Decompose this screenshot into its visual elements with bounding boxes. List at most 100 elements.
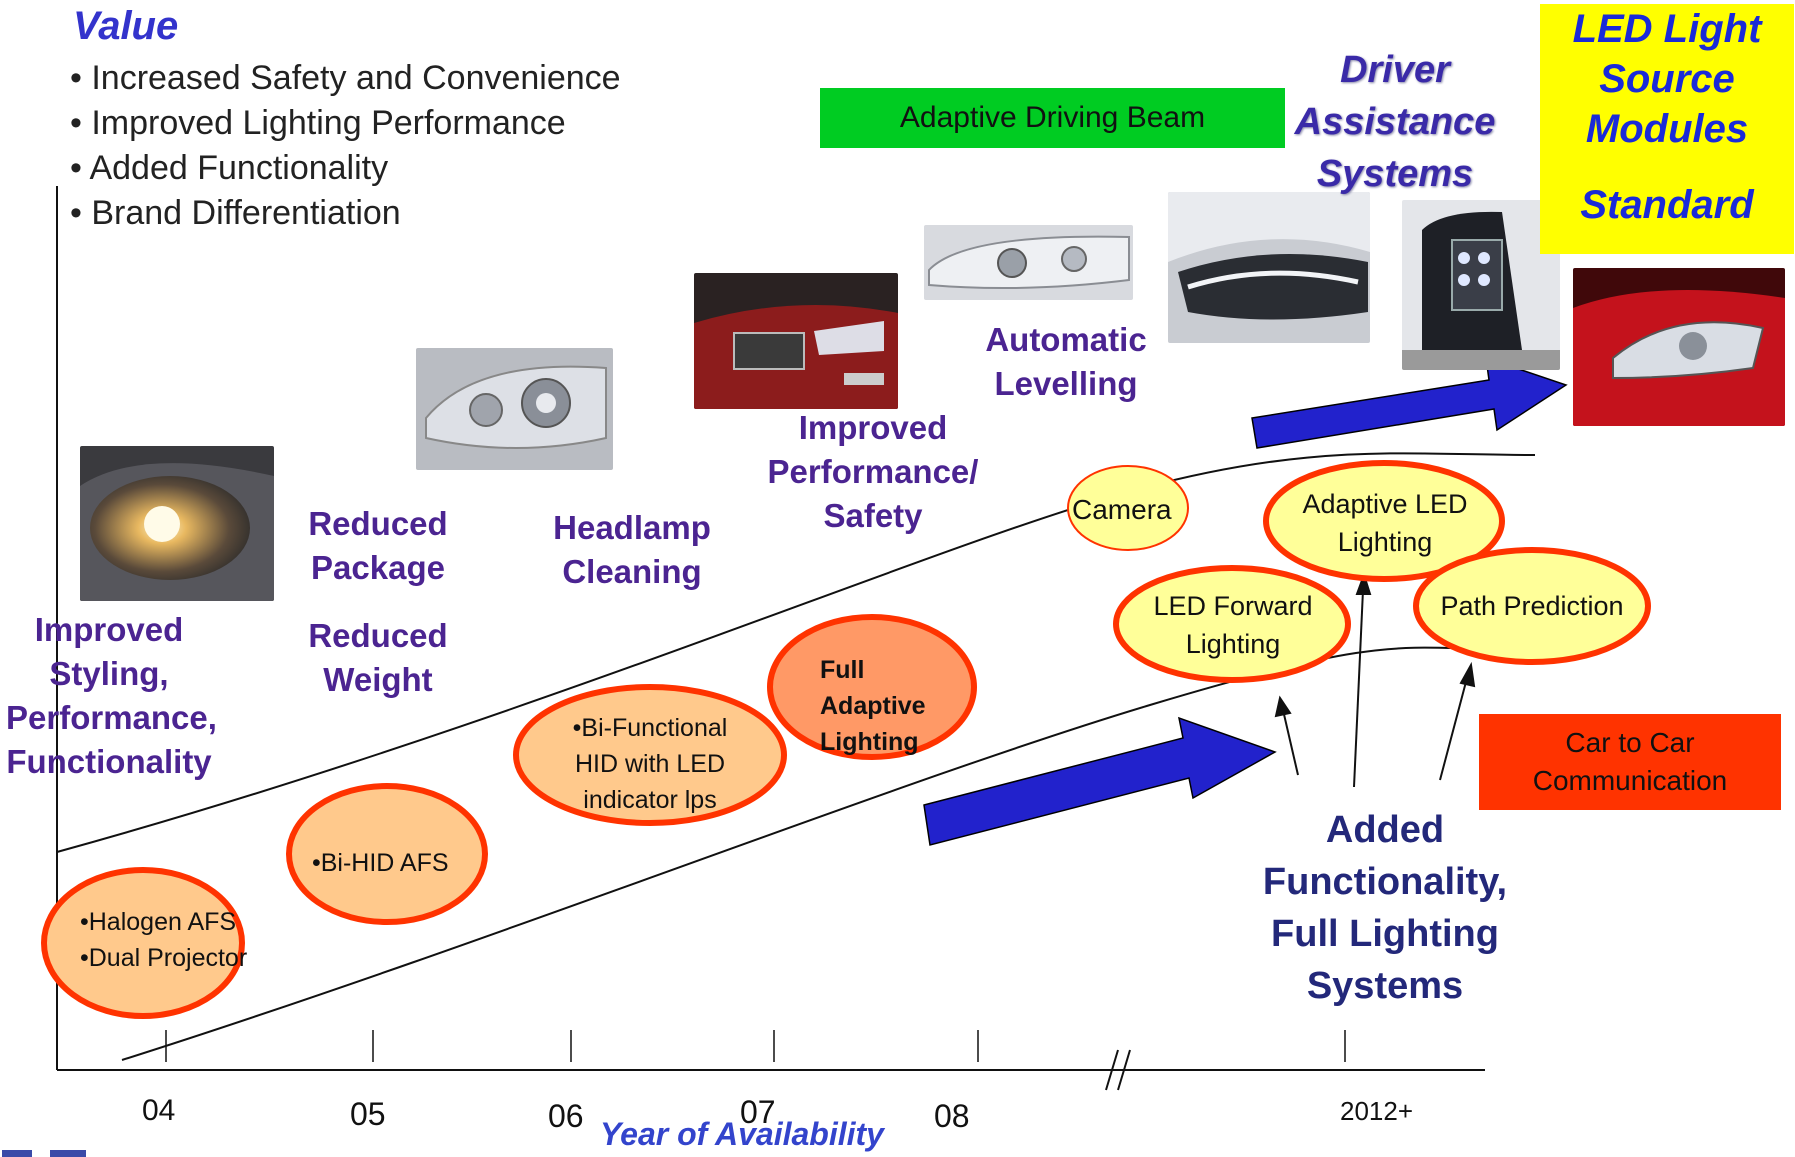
oval-line: Lighting [1185, 629, 1281, 659]
label-line: Automatic [985, 321, 1147, 358]
oval-bihid [286, 783, 488, 925]
das-line: Assistance [1294, 101, 1496, 143]
silver-headlamp-photo [416, 348, 613, 470]
oval-line: Camera [1072, 494, 1172, 525]
label-line: Functionality [6, 743, 212, 780]
led-box-line: Modules [1585, 107, 1749, 151]
car-to-car-box: Car to Car Communication [1479, 714, 1781, 810]
tick-label-08: 08 [934, 1098, 970, 1134]
oval-camera-text: Camera [1072, 492, 1172, 528]
oval-path-prediction [1413, 547, 1651, 665]
oval-adaptive-led-text: Adaptive LED Lighting [1290, 485, 1480, 561]
oval-bifunctional-text: •Bi-Functional HID with LED indicator lp… [570, 710, 730, 818]
oval-line: HID with LED [574, 750, 726, 778]
oval-line: Lighting [820, 728, 919, 756]
upper-trend-line [56, 452, 1536, 853]
axis-break-mark [1105, 1049, 1119, 1091]
value-bullet: • Increased Safety and Convenience [70, 59, 621, 97]
oval-bifunctional [513, 684, 787, 826]
oval-led-forward [1113, 565, 1351, 683]
company-logo-fragment [2, 1150, 86, 1157]
label-line: Performance, [6, 699, 217, 736]
reduced-package-label: Reduced Package [296, 502, 460, 590]
label-line: Reduced [308, 617, 448, 654]
tick-label-06: 06 [548, 1098, 584, 1134]
oval-led-forward-text: LED Forward Lighting [1138, 587, 1328, 663]
oval-line: Path Prediction [1440, 591, 1624, 621]
oval-adaptive-led [1263, 460, 1505, 582]
car-to-car-line: Car to Car [1565, 727, 1695, 758]
automatic-levelling-label: Automatic Levelling [966, 318, 1166, 406]
label-line: Levelling [994, 365, 1138, 402]
reduced-weight-label: Reduced Weight [296, 614, 460, 702]
label-line: Headlamp [553, 509, 711, 546]
oval-line: •Bi-Functional [572, 714, 728, 742]
oval-full-adaptive [767, 614, 977, 760]
label-line: Reduced [308, 505, 448, 542]
improved-performance-label: Improved Performance/ Safety [763, 406, 983, 538]
oval-halogen-text: •Halogen AFS •Dual Projector [80, 904, 247, 976]
label-line: Improved [34, 611, 184, 648]
halogen-headlamp-photo [80, 446, 274, 601]
lower-trend-line [121, 646, 1536, 1061]
tick-label-04: 04 [142, 1094, 176, 1127]
oval-line: •Dual Projector [80, 944, 248, 972]
oval-full-adaptive-text: Full Adaptive Lighting [820, 652, 926, 760]
led-box-line [1540, 154, 1794, 180]
adaptive-driving-beam-box: Adaptive Driving Beam [820, 88, 1285, 148]
label-line: Functionality, [1262, 861, 1508, 903]
oval-camera [1067, 465, 1189, 551]
oval-path-prediction-text: Path Prediction [1432, 587, 1632, 625]
value-bullet-list: • Increased Safety and Convenience • Imp… [70, 56, 621, 236]
led-box-line: LED Light [1572, 7, 1762, 51]
label-line: Systems [1306, 965, 1464, 1007]
label-line: Improved [798, 409, 948, 446]
label-line: Cleaning [562, 553, 702, 590]
tick-label-05: 05 [350, 1096, 386, 1132]
label-line: Added [1325, 809, 1445, 851]
led-headlamp-photo [1168, 192, 1370, 343]
value-title: Value [73, 4, 179, 48]
label-line: Package [311, 549, 445, 586]
blue-arrow-upper [1251, 356, 1568, 449]
oval-line: Adaptive LED [1302, 489, 1468, 519]
led-box-line: Source [1599, 57, 1735, 101]
axis-break-mark [1117, 1049, 1131, 1091]
das-line: Driver [1340, 49, 1450, 91]
value-bullet: • Brand Differentiation [70, 194, 401, 232]
blue-arrow-lower [923, 716, 1277, 846]
label-line: Styling, [49, 655, 169, 692]
label-line: Weight [323, 661, 433, 698]
led-light-source-box: LED Light Source Modules Standard [1540, 4, 1794, 254]
led-module-photo [1402, 200, 1560, 370]
tick-label-2012: 2012+ [1340, 1096, 1414, 1126]
cadillac-front-photo [694, 273, 898, 409]
oval-line: •Bi-HID AFS [312, 849, 449, 877]
oval-line: indicator lps [583, 786, 717, 814]
led-box-line: Standard [1580, 183, 1754, 227]
driver-assistance-label: Driver Assistance Systems [1290, 44, 1500, 200]
label-line: Safety [823, 497, 923, 534]
oval-line: LED Forward [1153, 591, 1313, 621]
tick-label-07: 07 [740, 1094, 776, 1130]
oval-line: Adaptive [820, 692, 926, 720]
added-functionality-label: Added Functionality, Full Lighting Syste… [1240, 804, 1530, 1012]
improved-styling-label: Improved Styling, Performance, Functiona… [6, 608, 217, 784]
value-bullet: • Improved Lighting Performance [70, 104, 566, 142]
oval-line: Lighting [1337, 527, 1433, 557]
das-line: Systems [1316, 153, 1474, 195]
oval-line: Full [820, 656, 865, 684]
projector-headlamp-photo [924, 225, 1133, 300]
pointer-arrows [1274, 571, 1476, 788]
value-bullet: • Added Functionality [70, 149, 389, 187]
oval-line: •Halogen AFS [80, 908, 237, 936]
oval-halogen [41, 867, 245, 1019]
x-axis-title: Year of Availability [600, 1116, 884, 1152]
car-to-car-line: Communication [1532, 765, 1728, 796]
oval-bihid-text: •Bi-HID AFS [312, 845, 449, 881]
headlamp-cleaning-label: Headlamp Cleaning [540, 506, 724, 594]
label-line: Full Lighting [1271, 913, 1499, 955]
label-line: Performance/ [767, 453, 979, 490]
